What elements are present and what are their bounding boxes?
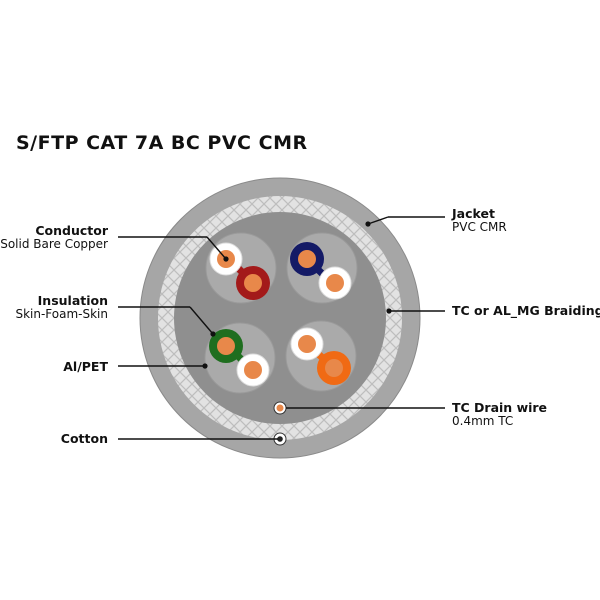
label-drain-wire-title: TC Drain wire (452, 400, 547, 415)
label-braiding: TC or AL_MG Braiding (452, 303, 600, 319)
label-insulation-title: Insulation (38, 293, 108, 308)
label-jacket-sub: PVC CMR (452, 220, 507, 234)
copper-conductor (298, 335, 316, 353)
copper-conductor (325, 359, 343, 377)
label-jacket-title: Jacket (451, 206, 495, 221)
diagram-title: S/FTP CAT 7A BC PVC CMR (16, 132, 308, 154)
pair-green (209, 329, 270, 387)
leader-al-pet (118, 363, 208, 369)
copper-conductor (244, 274, 262, 292)
label-al-pet: Al/PET (63, 359, 108, 374)
pair-blue (290, 242, 352, 300)
copper-conductor (217, 337, 235, 355)
label-cotton: Cotton (61, 431, 108, 446)
drain-wire (273, 401, 287, 415)
copper-conductor (326, 274, 344, 292)
label-insulation-sub: Skin-Foam-Skin (15, 307, 108, 321)
copper-conductor (298, 250, 316, 268)
copper-conductor (244, 361, 262, 379)
leader-braiding (386, 308, 445, 314)
label-drain-wire-sub: 0.4mm TC (452, 414, 513, 428)
pair-orange (290, 327, 351, 385)
core-al-pet (174, 212, 386, 424)
label-conductor-title: Conductor (35, 223, 108, 238)
leader-jacket (365, 216, 445, 227)
label-conductor-sub: Solid Bare Copper (0, 237, 108, 251)
leader-conductor (118, 236, 229, 262)
cotton-filler (273, 432, 287, 446)
leader-insulation (118, 306, 216, 337)
